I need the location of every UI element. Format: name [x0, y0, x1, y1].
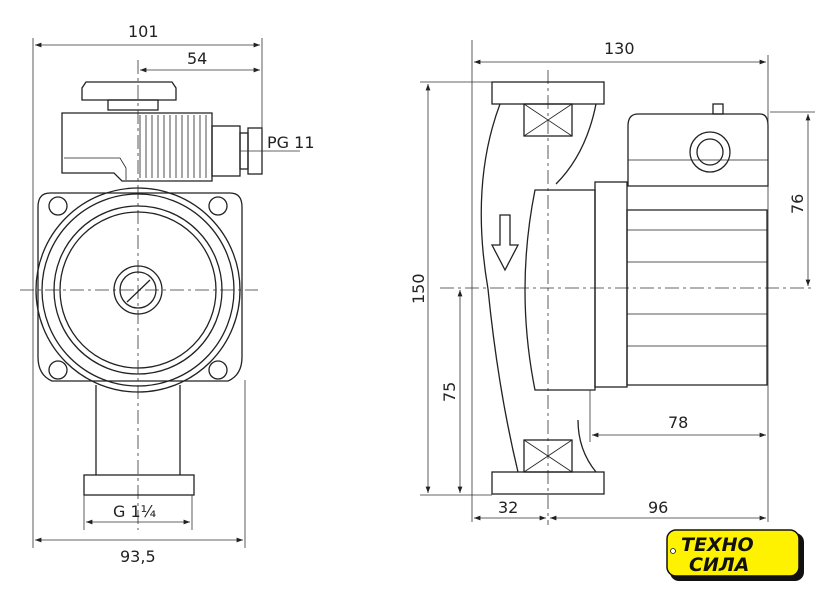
- side-view: 130 150 75 76 78 32 96: [409, 39, 815, 525]
- logo-line2: СИЛА: [689, 554, 749, 576]
- front-view: 101 54 PG 11 G 1¼ 93,5: [20, 22, 315, 566]
- dim-54: 54: [187, 49, 207, 68]
- dim-150: 150: [409, 273, 428, 304]
- cable-gland-label: PG 11: [267, 133, 315, 152]
- dim-101: 101: [128, 22, 159, 41]
- dim-76: 76: [788, 194, 807, 214]
- tehnosila-logo: ТЕХНО СИЛА: [666, 529, 804, 581]
- logo-line1: ТЕХНО: [681, 534, 754, 556]
- dim-93-5: 93,5: [120, 547, 156, 566]
- dim-75: 75: [440, 382, 459, 402]
- dim-78: 78: [668, 413, 688, 432]
- thread-label: G 1¼: [113, 502, 156, 521]
- dim-96: 96: [648, 498, 668, 517]
- dim-130: 130: [604, 39, 635, 58]
- dim-32: 32: [498, 498, 518, 517]
